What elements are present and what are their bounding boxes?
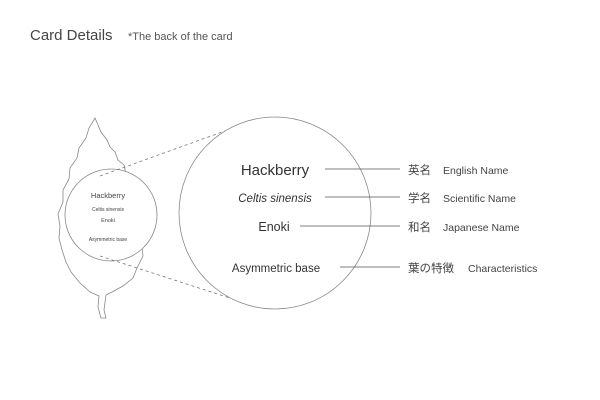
legend-en-scientific: Scientific Name (443, 193, 516, 205)
page-note: *The back of the card (128, 31, 233, 43)
page-title: Card Details (30, 27, 113, 44)
zoom-card-name-sci: Celtis sinensis (238, 193, 312, 205)
zoom-card-name-en: Hackberry (241, 162, 310, 179)
legend-jp-japanese: 和名 (408, 220, 431, 234)
small-card-circle (64, 168, 158, 262)
legend-en-english: English Name (443, 165, 509, 177)
small-card-feature: Asymmetric base (89, 237, 128, 243)
legend-en-japanese: Japanese Name (443, 222, 520, 234)
zoom-card-feature: Asymmetric base (232, 263, 320, 275)
small-card-name-sci: Celtis sinensis (92, 207, 124, 213)
zoom-card-circle (178, 116, 372, 310)
small-card-name-en: Hackberry (91, 191, 125, 200)
zoom-card-name-jp: Enoki (258, 220, 289, 234)
legend-jp-scientific: 学名 (408, 191, 431, 205)
small-card-name-jp: Enoki (101, 218, 115, 224)
legend-jp-characteristics: 葉の特徴 (408, 261, 454, 275)
legend-en-characteristics: Characteristics (468, 263, 537, 275)
zoom-line-top (99, 126, 237, 177)
legend-jp-english: 英名 (408, 163, 431, 177)
